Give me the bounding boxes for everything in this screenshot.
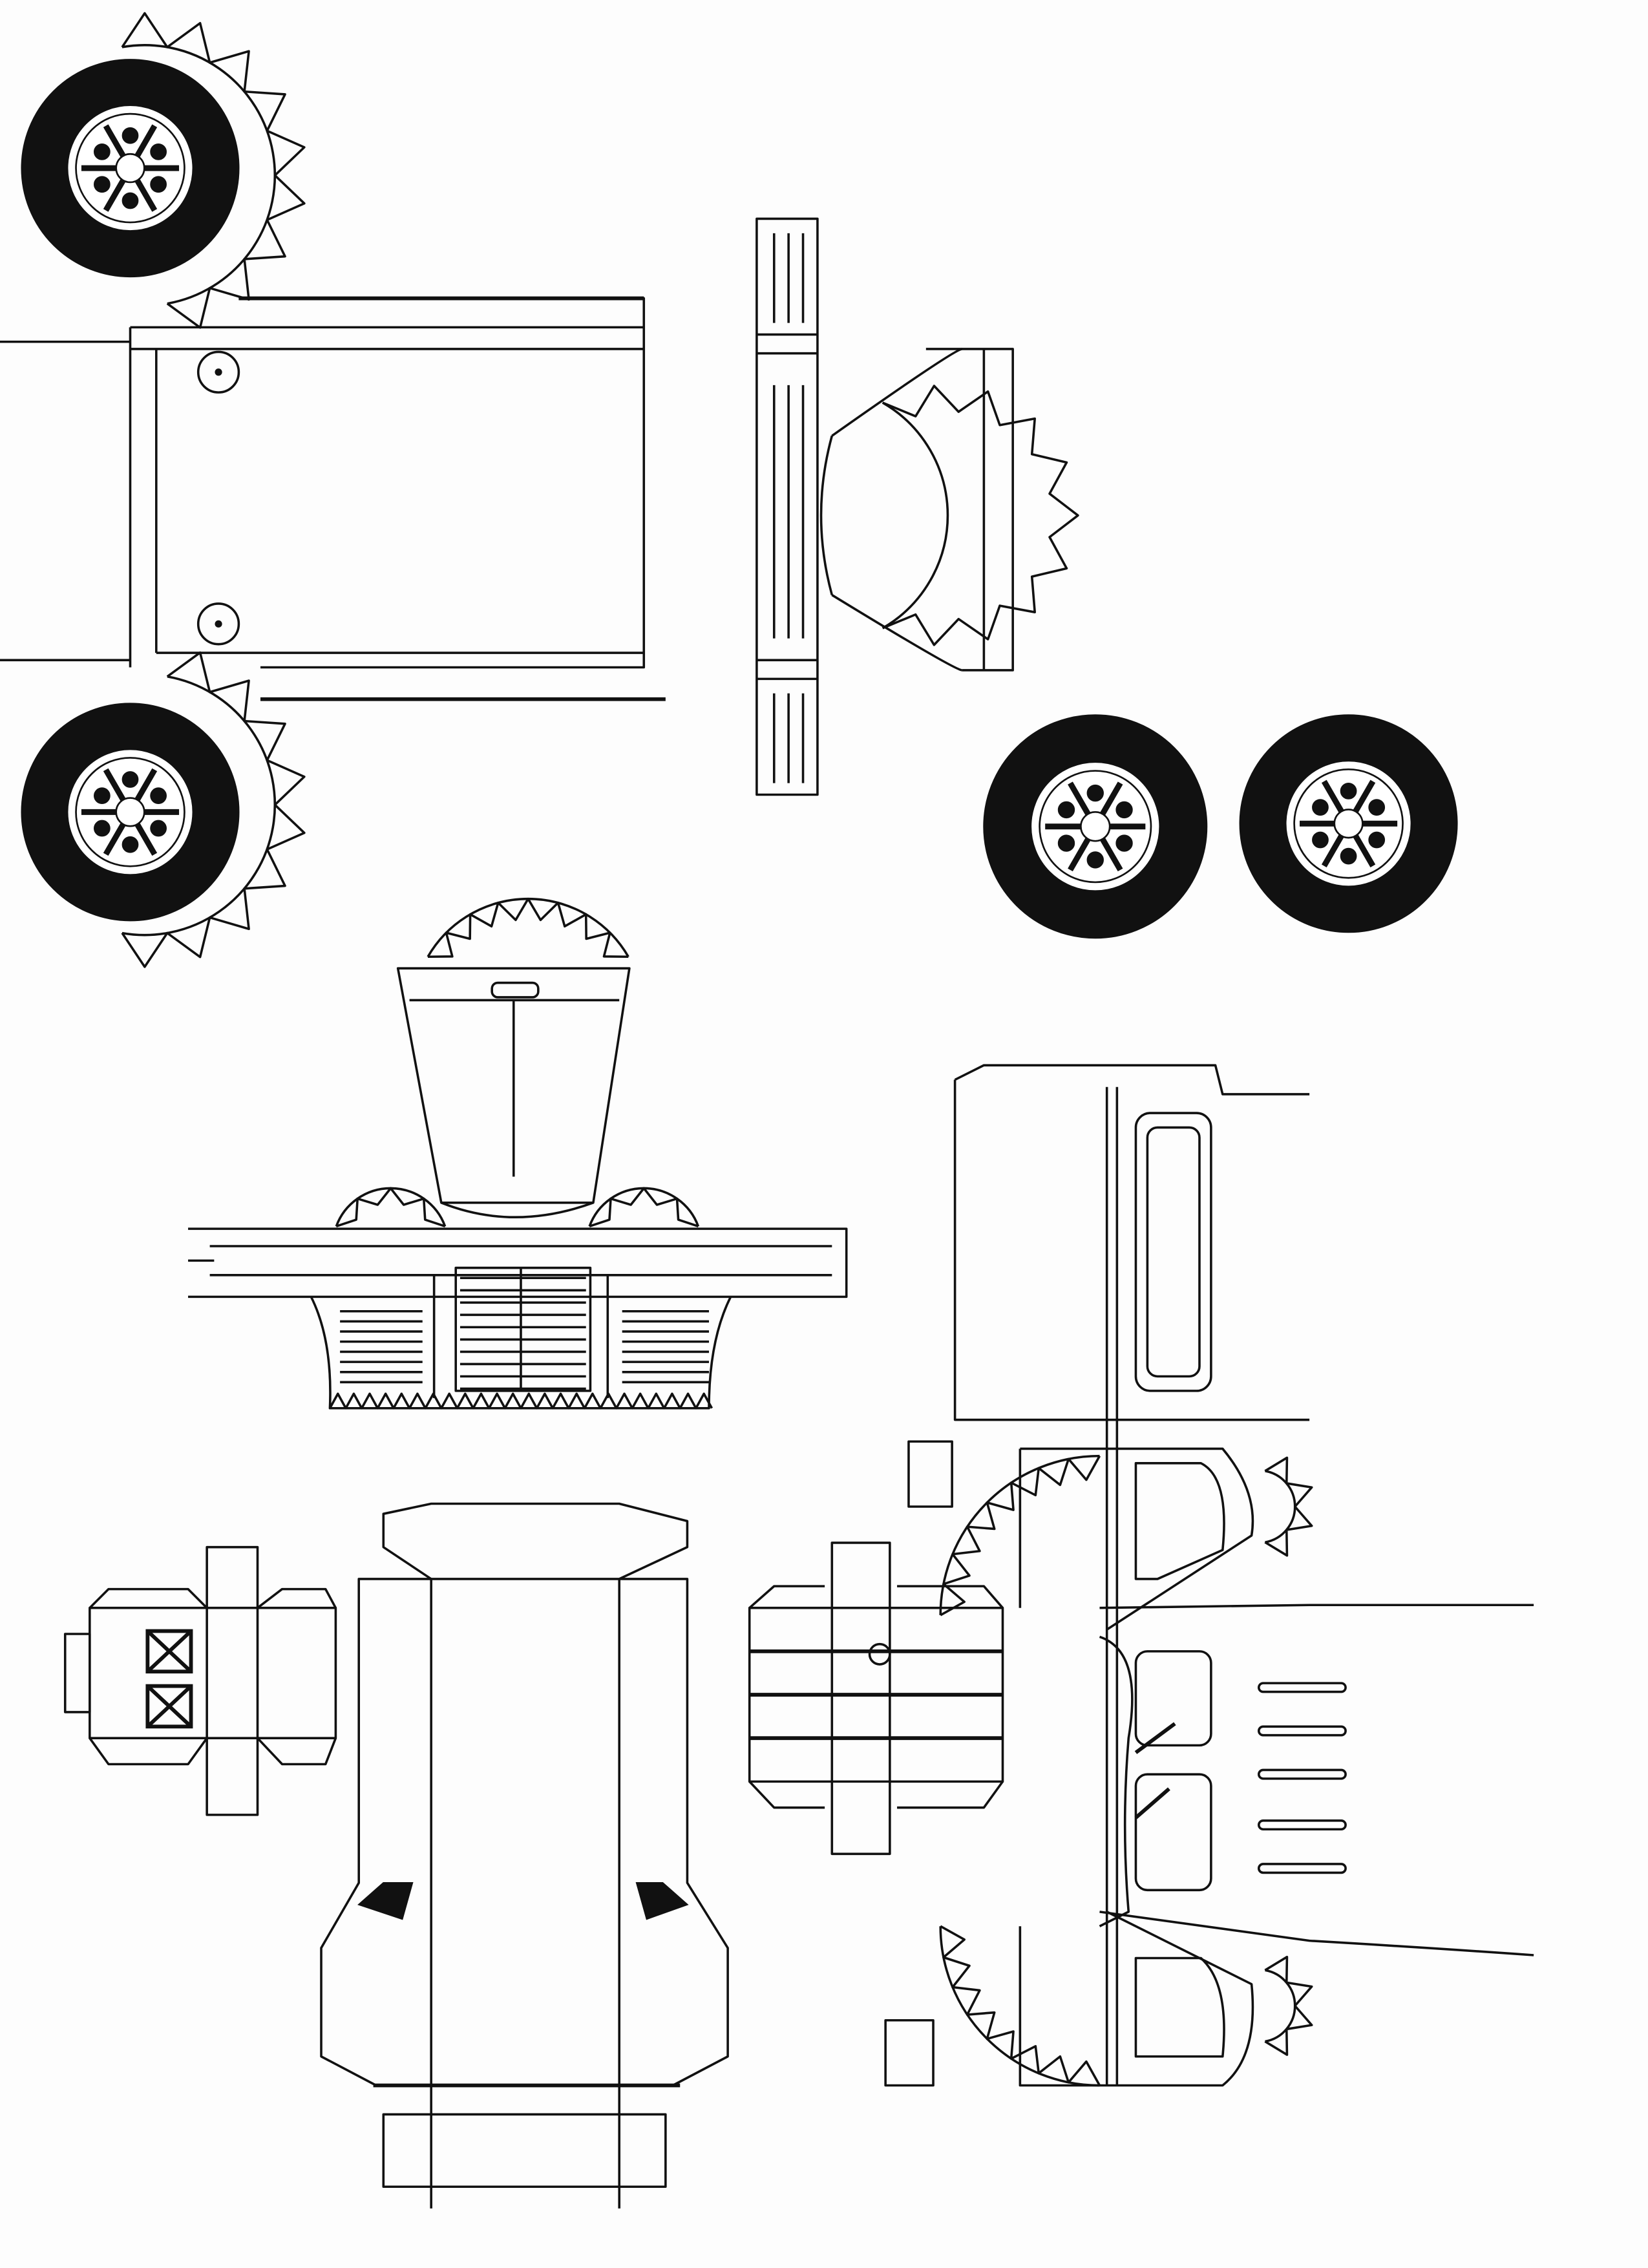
rim-hole bbox=[150, 176, 167, 193]
rim-hole bbox=[121, 127, 139, 144]
rim-hole bbox=[150, 143, 167, 160]
bumper-piece bbox=[819, 348, 1014, 672]
rim-hole bbox=[1086, 851, 1104, 869]
wheels bbox=[21, 59, 1458, 939]
wheel bbox=[21, 703, 240, 922]
wheel bbox=[983, 714, 1208, 939]
arc-edge bbox=[1265, 1470, 1296, 1543]
vent-slot bbox=[1257, 1863, 1347, 1874]
rim-hole bbox=[1368, 799, 1386, 816]
arc-edge bbox=[121, 44, 277, 305]
zigzag-edges bbox=[121, 12, 1313, 2087]
vent-slot bbox=[1257, 1768, 1347, 1780]
vent-slot bbox=[1257, 1682, 1347, 1693]
rim-hole bbox=[1115, 801, 1133, 819]
rim-hole bbox=[1340, 847, 1357, 865]
rim-hole bbox=[93, 143, 111, 160]
rim-hole bbox=[1057, 801, 1075, 819]
radiator-box-piece bbox=[748, 1542, 1004, 1856]
chassis-panel bbox=[0, 296, 666, 701]
zigzag-edge bbox=[121, 12, 306, 329]
arc-edge bbox=[939, 1454, 1100, 1615]
zigzag-edge bbox=[328, 1392, 713, 1410]
rim-hole bbox=[1312, 799, 1329, 816]
hub bbox=[115, 797, 145, 827]
rim-hole bbox=[1086, 784, 1104, 802]
rim-hole bbox=[121, 771, 139, 788]
wheel bbox=[21, 59, 240, 278]
zigzag-edge bbox=[121, 651, 306, 968]
rim-hole bbox=[93, 820, 111, 837]
box-piece-small bbox=[63, 1545, 337, 1816]
rim-hole bbox=[1115, 834, 1133, 852]
rim-hole bbox=[121, 192, 139, 209]
rim-hole bbox=[1340, 783, 1357, 800]
arc-edge bbox=[427, 897, 629, 958]
rim-hole bbox=[1312, 831, 1329, 849]
vent-slot bbox=[1257, 1725, 1347, 1737]
zigzag-edge bbox=[882, 385, 1079, 646]
arc-edge bbox=[882, 401, 949, 630]
wheel bbox=[1239, 714, 1458, 933]
arc-edge bbox=[588, 1187, 700, 1227]
vent-slot bbox=[1257, 1819, 1347, 1831]
rim-hole bbox=[150, 787, 167, 805]
cab-side-piece bbox=[884, 1064, 1534, 2087]
hub bbox=[115, 153, 145, 184]
arc-edge bbox=[1265, 1969, 1296, 2043]
rim-hole bbox=[93, 787, 111, 805]
rim-hole bbox=[1057, 834, 1075, 852]
rim-hole bbox=[121, 836, 139, 853]
hub bbox=[1333, 809, 1364, 839]
box-piece-large bbox=[320, 1502, 729, 2209]
arc-edge bbox=[939, 1926, 1100, 2087]
arc-edge bbox=[335, 1187, 447, 1227]
rim-hole bbox=[150, 820, 167, 837]
axle-bar bbox=[755, 217, 819, 796]
hub bbox=[1080, 811, 1111, 842]
rim-hole bbox=[1368, 831, 1386, 849]
hood-grille-piece bbox=[188, 967, 848, 1410]
rim-hole bbox=[93, 176, 111, 193]
arc-edge bbox=[121, 675, 277, 937]
